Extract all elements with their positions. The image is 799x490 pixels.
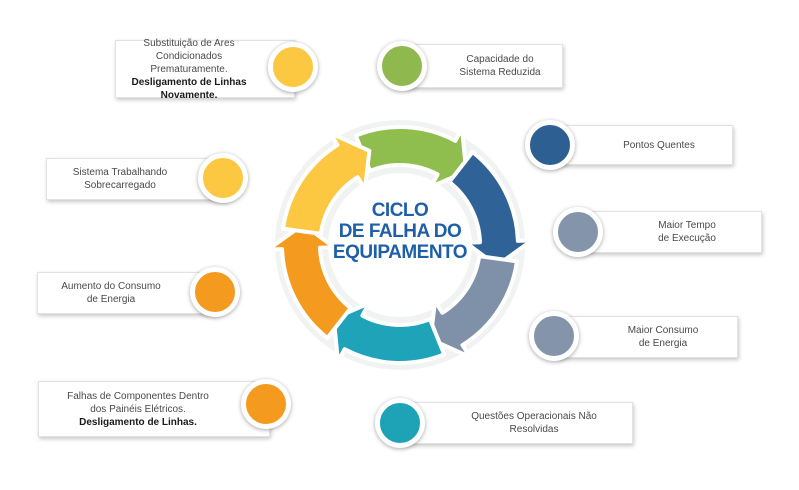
item-capacidade-box: Capacidade do Sistema Reduzida: [405, 44, 563, 88]
item-maior-tempo-box: Maior Tempo de Execução: [580, 211, 762, 253]
arrow-slate: [428, 254, 519, 359]
center-title-line-3: EQUIPAMENTO: [332, 242, 468, 263]
arrow-green: [353, 125, 469, 189]
item-sistema-line-2: Sobrecarregado: [84, 180, 156, 191]
center-title: CICLO DE FALHA DO EQUIPAMENTO: [330, 200, 470, 263]
item-capacidade-circle: [377, 41, 427, 91]
item-substituicao-bold-1: Desligamento de Linhas: [131, 76, 247, 88]
cycle-arrows: [266, 125, 534, 365]
item-maior-tempo-line-1: Maior Tempo: [658, 220, 716, 231]
item-substituicao-bold-2: Novamente.: [160, 89, 218, 101]
arrow-yellow: [281, 131, 372, 236]
item-pontos-quentes-circle: [525, 120, 575, 170]
item-pontos-quentes-line-1: Pontos Quentes: [623, 139, 695, 151]
item-questoes-line-2: Resolvidas: [509, 424, 559, 435]
item-questoes-line-1: Questões Operacionais Não: [471, 411, 597, 422]
center-title-line-1: CICLO: [371, 200, 429, 221]
item-aumento-circle: [190, 267, 240, 317]
item-falhas-line-1: Falhas de Componentes Dentro: [67, 390, 209, 402]
item-maior-consumo-line-2: de Energia: [638, 338, 688, 349]
item-questoes-box: Questões Operacionais Não Resolvidas: [403, 402, 633, 444]
item-aumento-box: Aumento do Consumo de Energia: [37, 272, 217, 314]
center-disc: [328, 173, 472, 317]
item-questoes-circle: [375, 398, 425, 448]
item-substituicao-line-1: Substituição de Ares: [143, 37, 235, 49]
item-aumento-line-2: de Energia: [86, 294, 136, 305]
item-maior-consumo-box: Maior Consumo de Energia: [556, 316, 738, 358]
item-substituicao-circle: [268, 42, 318, 92]
item-falhas-circle: [241, 379, 291, 429]
arrow-orange: [266, 222, 353, 340]
arrow-teal: [331, 301, 447, 365]
item-aumento-line-1: Aumento do Consumo: [61, 281, 161, 292]
item-falhas-line-2: dos Painéis Elétricos.: [90, 403, 186, 415]
item-substituicao-line-2: Condicionados Prematuramente.: [150, 50, 228, 75]
item-maior-tempo-line-2: de Execução: [658, 233, 716, 244]
item-maior-consumo-circle: [529, 311, 579, 361]
item-capacidade-line-1: Capacidade do: [466, 54, 534, 65]
item-maior-consumo-line-1: Maior Consumo: [627, 325, 699, 336]
item-maior-tempo-circle: [553, 207, 603, 257]
item-substituicao-box: Substituição de Ares Condicionados Prema…: [115, 37, 295, 101]
center-title-line-2: DE FALHA DO: [338, 221, 462, 242]
item-falhas-box: Falhas de Componentes Dentro dos Painéis…: [38, 381, 270, 437]
item-sistema-line-1: Sistema Trabalhando: [72, 167, 168, 178]
item-sistema-circle: [198, 153, 248, 203]
item-pontos-quentes-box: Pontos Quentes: [553, 125, 733, 165]
arrow-blue: [447, 150, 534, 268]
item-capacidade-line-2: Sistema Reduzida: [459, 67, 541, 78]
item-falhas-bold-1: Desligamento de Linhas.: [79, 416, 197, 428]
